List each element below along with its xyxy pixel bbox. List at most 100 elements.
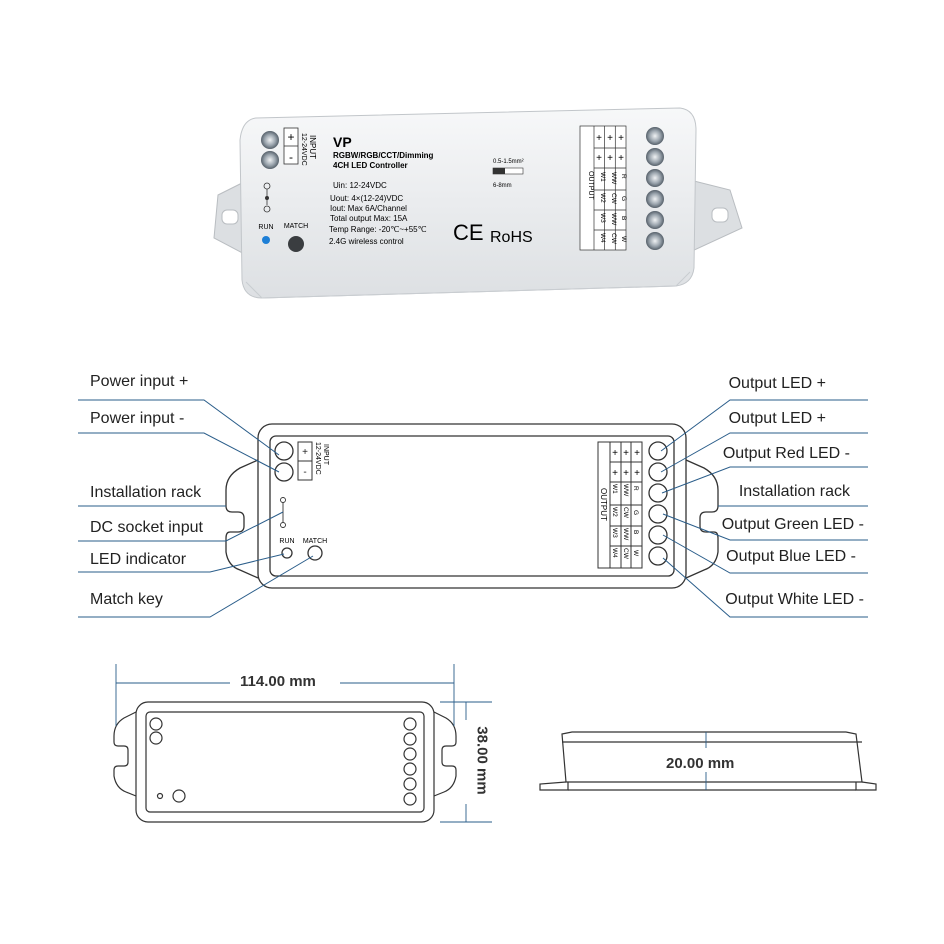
callout-installation-rack-right: Installation rack [738, 483, 850, 500]
svg-text:INPUT: INPUT [322, 444, 329, 466]
output-terminal-4 [646, 190, 664, 208]
svg-text:W4: W4 [599, 233, 606, 243]
svg-text:W1: W1 [599, 172, 606, 182]
mount-slot-right [711, 207, 729, 223]
spec-5: Temp Range: -20℃~+55℃ [329, 225, 427, 234]
svg-text:G: G [632, 510, 639, 515]
run-label: RUN [258, 224, 273, 231]
svg-text:RUN: RUN [279, 538, 294, 545]
svg-text:B: B [632, 530, 639, 534]
callout-line-white [662, 557, 868, 618]
svg-text:+: + [607, 153, 613, 164]
callout-output-white-led: Output White LED - [725, 591, 864, 608]
svg-text:OUTPUT: OUTPUT [599, 488, 608, 521]
outline-body [257, 423, 687, 589]
product-photo: + - INPUT 12-24VDC RUN MATCH VP RGBW/RGB… [213, 107, 743, 299]
svg-text:WW: WW [622, 528, 629, 541]
spec-3: Iout: Max 6A/Channel [330, 204, 407, 213]
svg-text:+: + [612, 448, 618, 459]
svg-text:W2: W2 [611, 507, 618, 517]
spec-6: 2.4G wireless control [329, 237, 404, 246]
output-terminal-5 [646, 211, 664, 229]
svg-text:G: G [620, 196, 627, 201]
svg-text:W2: W2 [599, 193, 606, 203]
svg-text:MATCH: MATCH [303, 538, 327, 545]
model-name: VP [333, 134, 352, 150]
svg-text:CW: CW [610, 233, 617, 245]
callout-line-blue [662, 534, 868, 574]
svg-text:+: + [607, 133, 613, 144]
svg-text:R: R [632, 486, 639, 491]
svg-text:WW: WW [610, 172, 617, 185]
input-terminal-minus [261, 151, 279, 169]
dimension-length: 114.00 mm [240, 673, 316, 690]
svg-text:12-24VDC: 12-24VDC [314, 442, 321, 475]
output-terminal-6 [646, 232, 664, 250]
svg-text:B: B [620, 216, 627, 220]
match-label: MATCH [284, 223, 308, 230]
wire-gauge: 0.5-1.5mm² [493, 159, 524, 165]
callout-line-power-minus [78, 432, 280, 473]
output-terminal-1 [646, 127, 664, 145]
svg-text:W: W [632, 550, 639, 557]
subtitle-1: RGBW/RGB/CCT/Dimming [333, 151, 434, 160]
callout-line-dc-socket [78, 511, 284, 542]
callout-line-out-plus-2 [660, 432, 868, 473]
mount-slot-left [221, 209, 239, 225]
callout-line-red [661, 466, 868, 494]
dimension-height: 20.00 mm [666, 755, 735, 772]
input-plus-sign: + [287, 130, 294, 144]
top-view-body [135, 701, 435, 823]
callout-output-led-plus-1: Output LED + [728, 375, 826, 392]
callout-output-blue-led: Output Blue LED - [726, 548, 856, 565]
subtitle-2: 4CH LED Controller [333, 161, 408, 170]
callout-dc-socket-input: DC socket input [90, 519, 203, 536]
svg-text:+: + [596, 133, 602, 144]
callout-line-led [78, 553, 285, 573]
input-minus-sign: - [289, 150, 293, 164]
spec-2: Uout: 4×(12-24)VDC [330, 194, 403, 203]
spec-4: Total output Max: 15A [330, 214, 408, 223]
callout-output-red-led: Output Red LED - [722, 445, 850, 462]
svg-text:-: - [303, 467, 306, 478]
callout-line-match [78, 555, 314, 618]
callout-led-indicator: LED indicator [90, 551, 187, 568]
svg-text:+: + [634, 468, 640, 479]
output-terminal-3 [646, 169, 664, 187]
svg-text:WW: WW [622, 484, 629, 497]
match-key [288, 236, 304, 252]
callout-line-green [662, 513, 868, 541]
strip-length: 6-8mm [493, 183, 512, 189]
callout-power-input-minus: Power input - [90, 410, 185, 427]
output-table: + + + + + + OUTPUT W1 WW R W2 CW G W3 WW… [579, 125, 627, 251]
svg-text:+: + [618, 133, 624, 144]
rohs-mark: RoHS [490, 229, 533, 246]
svg-text:CW: CW [622, 507, 629, 519]
callout-match-key: Match key [90, 591, 163, 608]
input-voltage-vertical: 12-24VDC [300, 133, 307, 166]
svg-text:+: + [623, 448, 629, 459]
callout-installation-rack-left: Installation rack [90, 484, 202, 501]
input-terminal-plus [261, 131, 279, 149]
svg-text:+: + [302, 447, 308, 458]
input-label-vertical: INPUT [308, 135, 317, 159]
callout-line-power-plus [78, 399, 280, 456]
spec-1: Uin: 12-24VDC [333, 181, 387, 190]
svg-text:W4: W4 [611, 548, 618, 558]
callout-line-out-plus-1 [660, 399, 868, 452]
svg-text:CW: CW [622, 548, 629, 560]
svg-text:W3: W3 [611, 528, 618, 538]
run-led [262, 236, 270, 244]
svg-text:CW: CW [610, 193, 617, 205]
svg-text:WW: WW [610, 213, 617, 226]
ce-mark: CE [453, 220, 484, 245]
svg-text:W3: W3 [599, 213, 606, 223]
callout-output-led-plus-2: Output LED + [728, 410, 826, 427]
svg-text:W: W [620, 236, 627, 243]
svg-text:+: + [623, 468, 629, 479]
dimension-width: 38.00 mm [473, 726, 491, 795]
svg-text:+: + [612, 468, 618, 479]
svg-text:+: + [618, 153, 624, 164]
output-label-vertical: OUTPUT [587, 171, 594, 201]
dimension-drawing-top [113, 664, 877, 823]
